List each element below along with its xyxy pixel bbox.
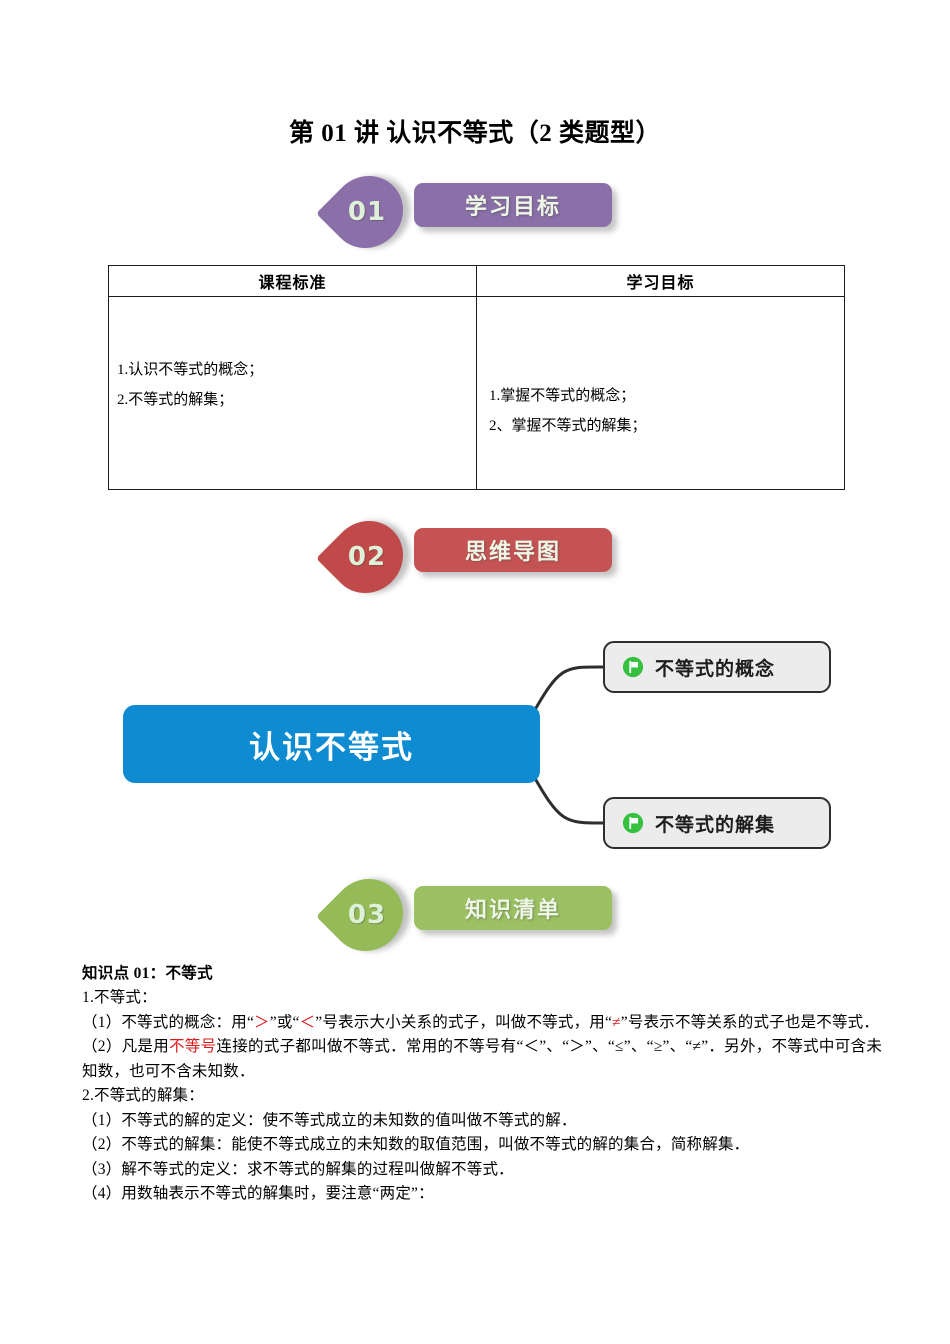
learning-goal-item-1: 1.掌握不等式的概念； [489, 388, 636, 404]
flag-icon [622, 656, 644, 678]
mindmap-root-label: 认识不等式 [249, 729, 414, 766]
page-title: 第 01 讲 认识不等式（2 类题型） [288, 120, 661, 147]
section-number-badge-02: 02 [316, 506, 418, 608]
course-standard-item-1: 1.认识不等式的概念； [117, 362, 264, 378]
section-number-label-03: 03 [347, 900, 387, 930]
knowledge-item-2-sub-1: （1）不等式的解的定义：使不等式成立的未知数的值叫做不等式的解． [82, 1111, 577, 1129]
knowledge-item-2-sub-4: （4）用数轴表示不等式的解集时，要注意“两定”： [82, 1185, 434, 1202]
course-standard-item-2: 2.不等式的解集； [117, 392, 234, 408]
section-number-label-02: 02 [347, 542, 387, 572]
standards-table: 课程标准 学习目标 1.认识不等式的概念； 2.不等式的解集； 1.掌握不等式的… [108, 265, 845, 490]
definition-text-part-c: ”号表示大小关系的式子，叫做不等式，用“ [315, 1013, 613, 1031]
definition-text-part-b: ”或“ [269, 1013, 300, 1031]
section-title-label-03: 知识清单 [464, 898, 561, 923]
knowledge-item-1-sub-1: （1）不等式的概念：用“＞”或“＜”号表示大小关系的式子，叫做不等式，用“≠”号… [82, 1011, 882, 1036]
section-title-plate-02: 思维导图 [414, 528, 612, 572]
greater-than-symbol: ＞ [254, 1013, 270, 1031]
section-title-label-02: 思维导图 [464, 540, 561, 565]
inequality-sign-term: 不等号 [169, 1038, 217, 1055]
mindmap-connectors [530, 665, 604, 825]
mindmap-leaf-node-2: 不等式的解集 [603, 797, 831, 849]
rule-text-part-a: （2）凡是用 [82, 1038, 170, 1055]
mindmap-leaf-label-2: 不等式的解集 [655, 813, 776, 836]
table-header-row: 课程标准 学习目标 [108, 265, 845, 297]
table-row: 1.认识不等式的概念； 2.不等式的解集； 1.掌握不等式的概念； 2、掌握不等… [108, 296, 845, 490]
table-cell-learning-goal: 1.掌握不等式的概念； 2、掌握不等式的解集； [476, 296, 845, 490]
knowledge-item-1-sub-2: （2）凡是用不等号连接的式子都叫做不等式．常用的不等号有“＜”、“＞”、“≤”、… [82, 1035, 882, 1084]
section-number-label-01: 01 [347, 197, 387, 227]
knowledge-item-2-sub-3: （3）解不等式的定义：求不等式的解集的过程叫做解不等式． [82, 1160, 514, 1178]
mindmap-leaf-node-1: 不等式的概念 [603, 641, 831, 693]
section-title-plate-01: 学习目标 [414, 183, 612, 227]
section-banner-03: 03 知识清单 [0, 864, 950, 966]
rule-text-part-b: 连接的式子都叫做不等式．常用的不等号有“＜”、“＞”、“≤”、“≥”、“≠”．另… [82, 1038, 883, 1080]
mindmap-leaf-label-1: 不等式的概念 [655, 657, 776, 680]
knowledge-item-2-title: 2.不等式的解集： [82, 1087, 204, 1104]
knowledge-item-2-sub-2: （2）不等式的解集：能使不等式成立的未知数的取值范围，叫做不等式的解的集合，简称… [82, 1136, 750, 1153]
section-number-badge-01: 01 [316, 161, 418, 263]
section-banner-01: 01 学习目标 [0, 161, 950, 263]
flag-icon [622, 812, 644, 834]
section-number-badge-03: 03 [316, 864, 418, 966]
definition-text-part-a: （1）不等式的概念：用“ [82, 1013, 255, 1031]
table-header-course-standard: 课程标准 [108, 265, 477, 297]
mindmap-root-node: 认识不等式 [123, 705, 540, 783]
knowledge-section: 知识点 01：不等式 1.不等式： （1）不等式的概念：用“＞”或“＜”号表示大… [82, 962, 882, 1207]
section-banner-02: 02 思维导图 [0, 506, 950, 608]
knowledge-point-heading: 知识点 01：不等式 [82, 965, 213, 982]
learning-goal-item-2: 2、掌握不等式的解集； [489, 418, 647, 434]
table-cell-course-standard: 1.认识不等式的概念； 2.不等式的解集； [108, 296, 477, 490]
mindmap-diagram: 认识不等式 不等式的概念 不等式的解集 [0, 620, 950, 870]
section-title-plate-03: 知识清单 [414, 886, 612, 930]
not-equal-symbol: ≠ [612, 1013, 621, 1031]
table-header-learning-goal: 学习目标 [476, 265, 845, 297]
knowledge-item-1-title: 1.不等式： [82, 989, 157, 1006]
section-title-label-01: 学习目标 [464, 195, 561, 220]
definition-text-part-d: ”号表示不等关系的式子也是不等式． [620, 1013, 880, 1031]
less-than-symbol: ＜ [299, 1013, 316, 1031]
